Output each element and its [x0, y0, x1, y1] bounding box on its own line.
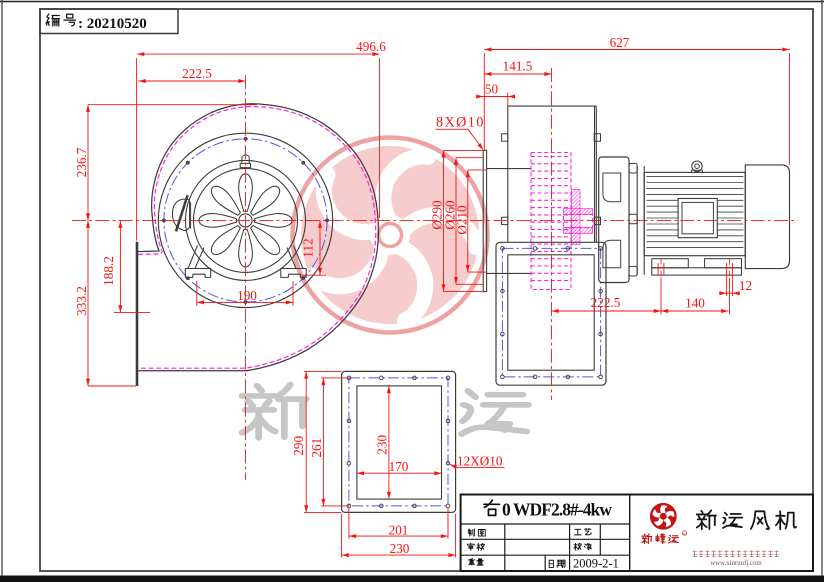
svg-text:230: 230 [390, 541, 410, 556]
svg-text:496.6: 496.6 [356, 39, 386, 54]
svg-text:290: 290 [291, 436, 306, 456]
svg-text:Ø260: Ø260 [443, 200, 458, 230]
svg-text:8XØ10: 8XØ10 [436, 115, 485, 131]
svg-text:www.xinrunfj.com: www.xinrunfj.com [710, 560, 762, 567]
svg-text:333.2: 333.2 [74, 286, 89, 316]
svg-text:201: 201 [389, 522, 409, 537]
svg-text:12: 12 [739, 278, 752, 293]
svg-text:12XØ10: 12XØ10 [457, 453, 503, 468]
svg-text:Ø210: Ø210 [455, 205, 470, 235]
svg-text:170: 170 [389, 459, 409, 474]
svg-text:236.7: 236.7 [74, 147, 89, 177]
svg-text:112: 112 [301, 238, 316, 257]
svg-text:627: 627 [610, 35, 630, 50]
svg-text:2009-2-1: 2009-2-1 [573, 556, 619, 570]
svg-text:261: 261 [309, 438, 324, 458]
svg-text:222.5: 222.5 [591, 295, 621, 310]
svg-text:140: 140 [685, 295, 705, 310]
svg-text:0 WDF2.8#-4kw: 0 WDF2.8#-4kw [502, 500, 612, 520]
svg-text:141.5: 141.5 [503, 59, 533, 74]
svg-text:190: 190 [237, 288, 257, 303]
svg-text:Ø290: Ø290 [430, 200, 445, 230]
svg-text:230: 230 [375, 435, 390, 455]
svg-text:222.5: 222.5 [182, 66, 212, 81]
svg-text:R: R [683, 532, 686, 536]
svg-text:: 20210520: : 20210520 [78, 16, 147, 32]
svg-text:188.2: 188.2 [101, 256, 116, 286]
svg-text:50: 50 [485, 82, 499, 97]
